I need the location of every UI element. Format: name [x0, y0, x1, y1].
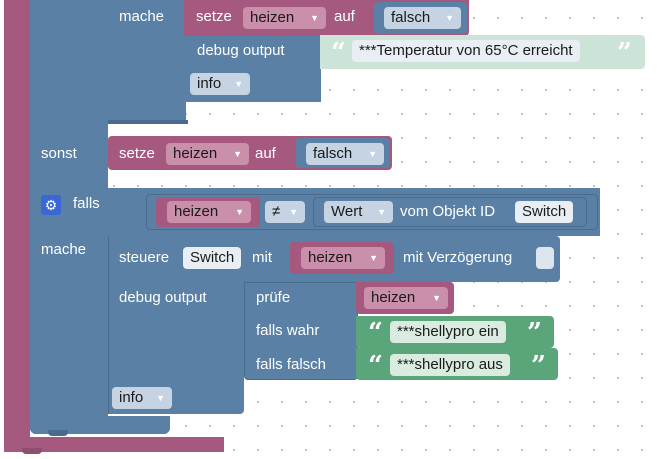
- chevron-down-icon: ▼: [369, 253, 378, 263]
- control-variable: heizen: [308, 249, 353, 266]
- control-prefix: steuere: [119, 249, 170, 266]
- if-block-mache-header: [30, 0, 186, 122]
- compare-right-middle: vom Objekt ID: [400, 203, 496, 220]
- set-block-2-variable-dropdown[interactable]: heizen ▼: [166, 143, 249, 165]
- if-block-inner-bottom: [108, 120, 188, 124]
- set-block-1-variable-dropdown[interactable]: heizen ▼: [243, 7, 326, 29]
- chevron-down-icon: ▼: [310, 13, 319, 23]
- debug-block-1-level-dropdown[interactable]: info ▼: [190, 73, 250, 95]
- debug-block-1-level: info: [197, 75, 222, 92]
- control-delay-label: mit Verzögerung: [403, 249, 513, 266]
- set-block-2-value-dropdown[interactable]: falsch ▼: [306, 143, 384, 165]
- set-block-1-value: falsch: [391, 9, 431, 26]
- compare-block-inset: [146, 194, 598, 230]
- set-block-2-middle: auf: [255, 145, 276, 162]
- chevron-down-icon: ▼: [235, 207, 244, 217]
- ternary-variable: heizen: [371, 289, 416, 306]
- set-block-2-variable: heizen: [173, 145, 218, 162]
- quote-open-icon: “: [368, 351, 383, 381]
- if-block-else-header: [30, 122, 108, 188]
- sonst-label: sonst: [41, 145, 77, 162]
- debug-block-1-text[interactable]: ***Temperatur von 65°C erreicht: [352, 40, 580, 62]
- if-block-bottom-notch: [48, 430, 68, 436]
- set-block-1-variable: heizen: [250, 9, 295, 26]
- chevron-down-icon: ▼: [156, 393, 165, 403]
- gear-icon[interactable]: ⚙: [41, 195, 61, 215]
- chevron-down-icon: ▼: [234, 79, 243, 89]
- set-block-1-value-dropdown[interactable]: falsch ▼: [384, 7, 461, 29]
- debug-block-2-label: debug output: [119, 289, 207, 306]
- control-object[interactable]: Switch: [183, 247, 242, 269]
- compare-operator-dropdown[interactable]: ≠ ▼: [265, 201, 305, 223]
- outer-block-rail: [4, 0, 30, 452]
- debug-block-2-level: info: [119, 389, 144, 406]
- quote-close-icon: ”: [617, 38, 632, 68]
- compare-operator: ≠: [272, 203, 281, 220]
- quote-close-icon: ”: [531, 351, 546, 381]
- compare-left-variable: heizen: [174, 203, 219, 220]
- if-block-bottom: [30, 416, 170, 434]
- set-block-2-value: falsch: [313, 145, 353, 162]
- quote-open-icon: “: [331, 38, 346, 68]
- chevron-down-icon: ▼: [377, 207, 386, 217]
- compare-right-kind-dropdown[interactable]: Wert ▼: [324, 201, 393, 223]
- chevron-down-icon: ▼: [289, 207, 298, 217]
- quote-open-icon: “: [368, 318, 383, 348]
- chevron-down-icon: ▼: [445, 13, 454, 23]
- ternary-check-label: prüfe: [256, 289, 291, 306]
- ternary-true-label: falls wahr: [256, 322, 320, 339]
- control-middle: mit: [252, 249, 272, 266]
- control-variable-dropdown[interactable]: heizen ▼: [301, 247, 385, 269]
- set-block-1-prefix: setze: [196, 8, 232, 25]
- ternary-false-text[interactable]: ***shellypro aus: [390, 354, 510, 376]
- set-block-2-prefix: setze: [119, 145, 155, 162]
- compare-left-variable-dropdown[interactable]: heizen ▼: [167, 201, 251, 223]
- debug-block-1-label: debug output: [197, 42, 285, 59]
- debug-block-2-level-dropdown[interactable]: info ▼: [112, 387, 172, 409]
- control-delay-checkbox[interactable]: [536, 247, 554, 269]
- ternary-true-text[interactable]: ***shellypro ein: [390, 321, 506, 343]
- outer-block-bottom-notch: [22, 448, 42, 454]
- quote-close-icon: ”: [527, 318, 542, 348]
- compare-right-kind: Wert: [331, 203, 363, 220]
- chevron-down-icon: ▼: [432, 293, 441, 303]
- outer-block-bottom: [4, 437, 224, 452]
- ternary-false-label: falls falsch: [256, 356, 327, 373]
- mache-label-2: mache: [41, 241, 87, 258]
- ternary-block[interactable]: [244, 282, 358, 380]
- chevron-down-icon: ▼: [233, 149, 242, 159]
- if2-mache-area: [30, 236, 108, 424]
- set-block-1-middle: auf: [334, 8, 355, 25]
- ternary-variable-dropdown[interactable]: heizen ▼: [364, 287, 448, 309]
- falls-label: falls: [73, 195, 100, 212]
- chevron-down-icon: ▼: [368, 149, 377, 159]
- mache-label: mache: [119, 8, 165, 25]
- compare-right-object[interactable]: Switch: [515, 201, 574, 223]
